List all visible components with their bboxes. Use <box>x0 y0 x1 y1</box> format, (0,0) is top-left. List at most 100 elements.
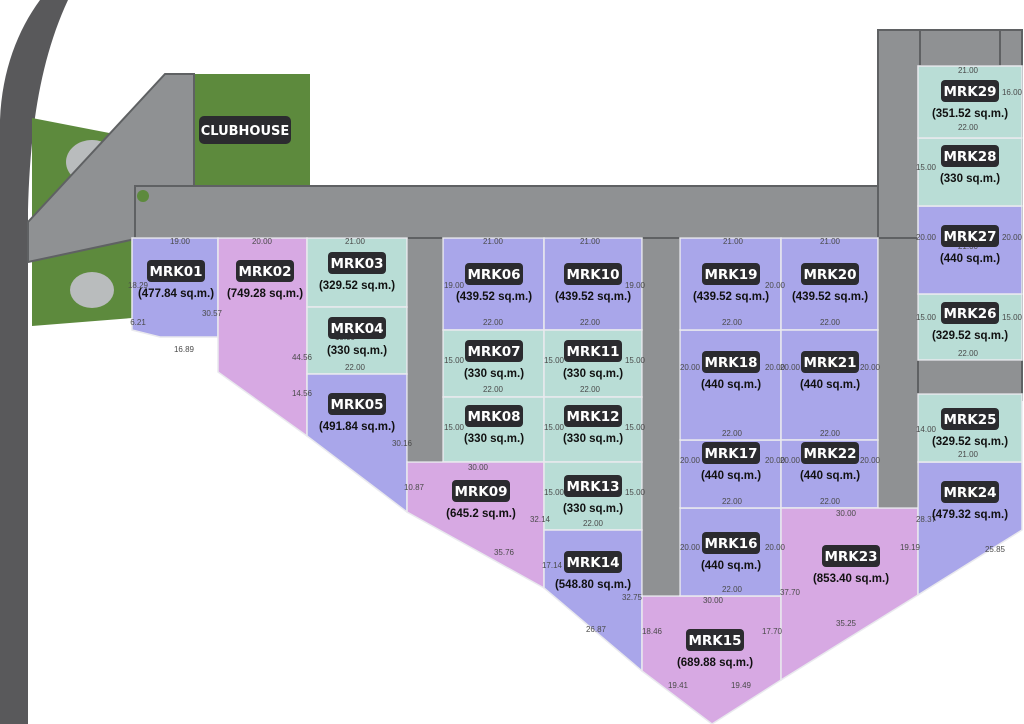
dimension-label: 16.00 <box>1002 88 1023 97</box>
dimension-label: 28.37 <box>916 515 937 524</box>
dimension-label: 15.00 <box>544 488 565 497</box>
lot-label-box-mrk01 <box>147 260 205 282</box>
lot-label-box-mrk25 <box>941 408 999 430</box>
lot-id-mrk23: MRK23 <box>824 549 877 565</box>
dimension-label: 22.00 <box>820 497 841 506</box>
lot-label-box-mrk04 <box>328 317 386 339</box>
lot-label-box-mrk20 <box>801 263 859 285</box>
lot-label-box-mrk15 <box>686 629 744 651</box>
dimension-label: 30.00 <box>703 596 724 605</box>
lot-area-mrk27: (440 sq.m.) <box>940 253 1000 265</box>
dimension-label: 14.56 <box>292 389 313 398</box>
lot-area-mrk10: (439.52 sq.m.) <box>555 291 631 303</box>
dimension-label: 22.00 <box>580 318 601 327</box>
dimension-label: 15.00 <box>916 163 937 172</box>
dimension-label: 20.00 <box>780 456 801 465</box>
lot-id-mrk22: MRK22 <box>803 446 856 462</box>
dimension-label: 20.00 <box>860 363 881 372</box>
highway <box>0 0 68 724</box>
lot-label-box-mrk18 <box>702 351 760 373</box>
lot-area-mrk21: (440 sq.m.) <box>800 379 860 391</box>
lot-area-mrk09: (645.2 sq.m.) <box>446 508 516 520</box>
dimension-label: 22.00 <box>345 363 366 372</box>
dimension-label: 20.00 <box>765 543 786 552</box>
dimension-label: 21.00 <box>820 237 841 246</box>
lot-label-box-mrk21 <box>801 351 859 373</box>
lot-area-mrk06: (439.52 sq.m.) <box>456 291 532 303</box>
dimension-label: 35.76 <box>494 548 515 557</box>
lot-label-box-mrk19 <box>702 263 760 285</box>
dimension-label: 20.00 <box>780 363 801 372</box>
road-east-spur <box>877 237 919 509</box>
dimension-label: 20.00 <box>680 456 701 465</box>
dimension-label: 14.00 <box>916 425 937 434</box>
dimension-label: 19.00 <box>170 237 191 246</box>
dimension-label: 6.21 <box>130 318 146 327</box>
lot-area-mrk13: (330 sq.m.) <box>563 503 623 515</box>
road-middle-spur <box>641 237 681 597</box>
dimension-label: 15.00 <box>625 488 646 497</box>
lot-id-mrk11: MRK11 <box>566 344 619 360</box>
lot-id-mrk24: MRK24 <box>943 485 996 501</box>
dimension-label: 20.00 <box>252 237 273 246</box>
lot-id-mrk14: MRK14 <box>566 555 619 571</box>
lot-area-mrk19: (439.52 sq.m.) <box>693 291 769 303</box>
dimension-label: 15.00 <box>544 356 565 365</box>
dimension-label: 21.00 <box>345 237 366 246</box>
dimension-label: 20.00 <box>765 456 786 465</box>
lot-id-mrk02: MRK02 <box>238 264 291 280</box>
dimension-label: 32.75 <box>622 593 643 602</box>
lot-label-box-mrk12 <box>564 405 622 427</box>
lot-id-mrk18: MRK18 <box>704 355 757 371</box>
lot-label-box-mrk02 <box>236 260 294 282</box>
lot-label-box-mrk28 <box>941 145 999 167</box>
dimension-label: 19.00 <box>625 281 646 290</box>
dimension-label: 22.00 <box>722 429 743 438</box>
lot-area-mrk11: (330 sq.m.) <box>563 368 623 380</box>
lot-id-mrk17: MRK17 <box>704 446 757 462</box>
lot-id-mrk03: MRK03 <box>330 256 383 272</box>
lot-area-mrk08: (330 sq.m.) <box>464 433 524 445</box>
lot-mrk23[interactable] <box>780 507 919 682</box>
lot-label-box-mrk08 <box>465 405 523 427</box>
dimension-label: 19.41 <box>668 681 689 690</box>
lot-area-mrk26: (329.52 sq.m.) <box>932 330 1008 342</box>
dimension-label: 35.25 <box>836 619 857 628</box>
lot-label-box-mrk22 <box>801 442 859 464</box>
dimension-label: 17.14 <box>542 561 563 570</box>
lot-area-mrk12: (330 sq.m.) <box>563 433 623 445</box>
dimension-label: 20.00 <box>860 456 881 465</box>
lot-label-box-mrk14 <box>564 551 622 573</box>
dimension-label: 21.00 <box>580 237 601 246</box>
lot-area-mrk04: (330 sq.m.) <box>327 345 387 357</box>
road-west-spur <box>406 237 444 463</box>
east-connector-road <box>877 29 921 239</box>
clubhouse-label: CLUBHOUSE <box>201 124 290 139</box>
lot-label-box-mrk06 <box>465 263 523 285</box>
dimension-label: 22.00 <box>483 318 504 327</box>
dimension-label: 30.00 <box>836 509 857 518</box>
landscape-plaza-2 <box>70 272 114 308</box>
lot-id-mrk28: MRK28 <box>943 149 996 165</box>
dimension-label: 15.00 <box>916 313 937 322</box>
dimension-label: 26.87 <box>586 625 607 634</box>
lot-id-mrk20: MRK20 <box>803 267 856 283</box>
lot-label-box-mrk09 <box>452 480 510 502</box>
lot-label-box-mrk13 <box>564 475 622 497</box>
lot-label-box-mrk10 <box>564 263 622 285</box>
dimension-label: 20.00 <box>1002 233 1023 242</box>
dimension-label: 15.00 <box>1002 313 1023 322</box>
lot-label-box-mrk17 <box>702 442 760 464</box>
dimension-label: 22.00 <box>722 585 743 594</box>
lot-area-mrk17: (440 sq.m.) <box>701 470 761 482</box>
lot-area-mrk25: (329.52 sq.m.) <box>932 436 1008 448</box>
dimension-label: 21.00 <box>723 237 744 246</box>
dimension-label: 30.57 <box>202 309 223 318</box>
lot-id-mrk25: MRK25 <box>943 412 996 428</box>
lot-id-mrk05: MRK05 <box>330 397 383 413</box>
dimension-label: 22.00 <box>580 385 601 394</box>
dimension-label: 19.49 <box>731 681 752 690</box>
lot-mrk02[interactable] <box>217 237 308 438</box>
dimension-label: 20.00 <box>765 281 786 290</box>
